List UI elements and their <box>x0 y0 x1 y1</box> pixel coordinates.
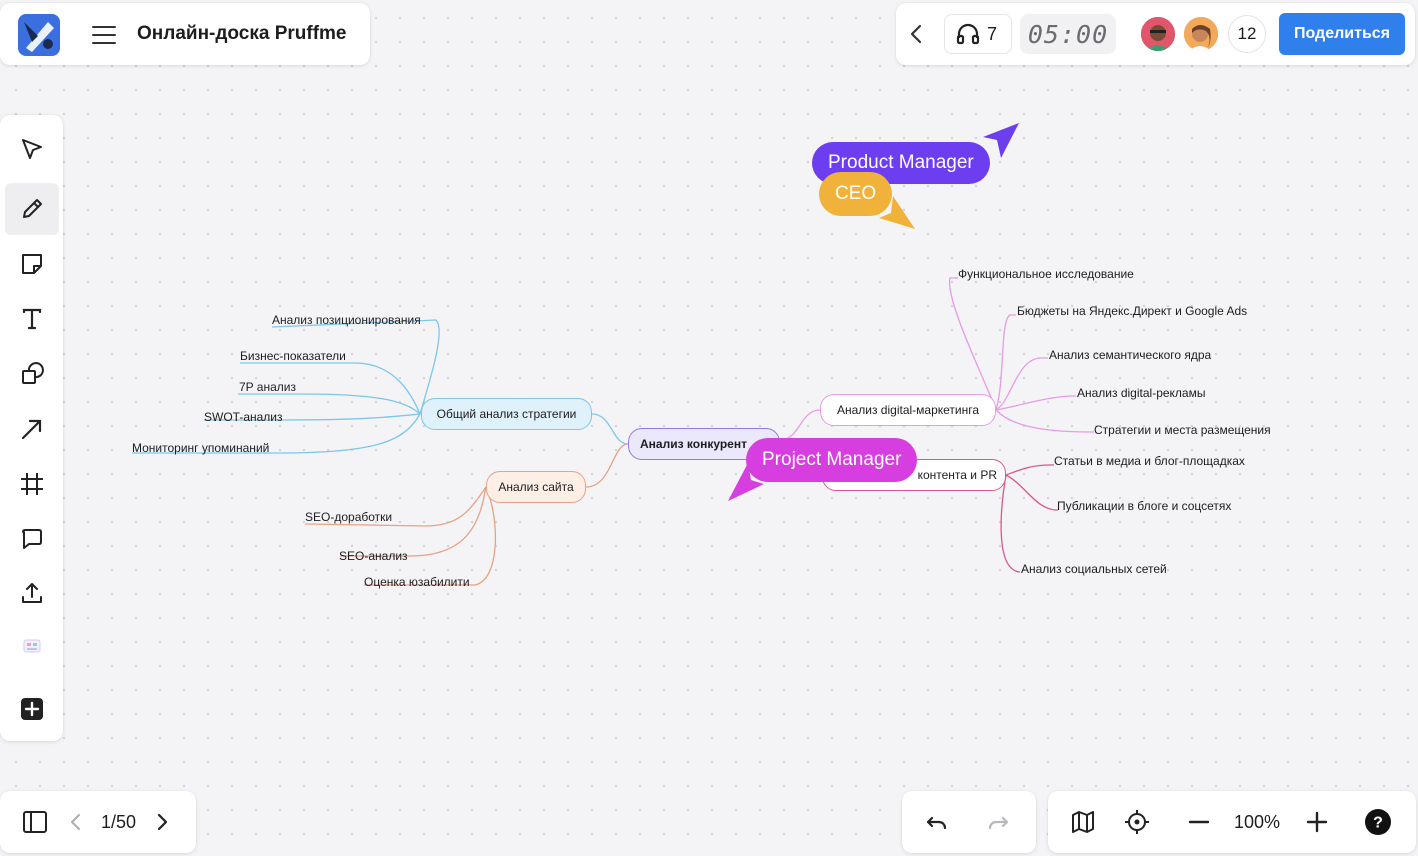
product-manager-cursor-label: Product Manager <box>812 142 990 184</box>
upload-tool[interactable] <box>5 567 59 619</box>
mindmap-leaf[interactable]: Оценка юзабилити <box>364 575 470 589</box>
board-title: Онлайн-доска Pruffme <box>137 23 347 44</box>
undo-icon[interactable] <box>923 808 951 836</box>
ceo-cursor-label: CEO <box>819 172 893 216</box>
participants-count[interactable]: 12 <box>1228 15 1266 53</box>
chevron-left-icon[interactable] <box>62 808 90 836</box>
select-tool[interactable] <box>5 123 59 175</box>
mindmap-leaf[interactable]: Публикации в блоге и соцсетях <box>1057 499 1232 513</box>
plus-square-icon <box>21 698 43 720</box>
locate-icon[interactable] <box>1123 808 1151 836</box>
branch-node-strategy[interactable]: Общий анализ стратегии <box>421 398 592 430</box>
pencil-icon <box>23 199 42 218</box>
mindmap-leaf[interactable]: Анализ digital-рекламы <box>1077 386 1206 400</box>
zoom-level: 100% <box>1234 812 1281 832</box>
board-header: Онлайн-доска Pruffme <box>0 3 370 65</box>
branch-node-site[interactable]: Анализ сайта <box>486 471 586 503</box>
avatar[interactable] <box>1182 15 1220 53</box>
arrow-icon <box>21 419 42 440</box>
tools-toolbar <box>0 115 63 741</box>
pointer-icon <box>22 139 42 159</box>
zoom-in-icon[interactable] <box>1303 808 1331 836</box>
arrow-tool[interactable] <box>5 403 59 455</box>
page-navigator: 1/50 <box>0 791 196 853</box>
menu-icon[interactable] <box>90 23 118 47</box>
text-tool[interactable] <box>5 293 59 345</box>
timer-button[interactable]: 05:00 <box>1020 14 1116 54</box>
mindmap-leaf[interactable]: Бюджеты на Яндекс.Директ и Google Ads <box>1017 304 1248 318</box>
page-indicator: 1/50 <box>101 812 137 832</box>
redo-icon[interactable] <box>984 808 1012 836</box>
templates-tool[interactable] <box>5 620 59 672</box>
app-logo-icon[interactable] <box>18 14 60 56</box>
shapes-tool[interactable] <box>5 348 59 400</box>
pen-tool[interactable] <box>5 183 59 235</box>
listeners-button[interactable]: 7 <box>944 14 1012 54</box>
mindmap-leaf[interactable]: Анализ позиционирования <box>272 313 421 327</box>
add-tool-button[interactable] <box>5 683 59 735</box>
chevron-right-icon[interactable] <box>148 808 176 836</box>
session-panel: 7 05:00 12 Поделиться <box>896 3 1415 65</box>
mindmap-leaf[interactable]: Мониторинг упоминаний <box>132 441 270 455</box>
comment-icon <box>22 529 42 549</box>
listeners-count: 7 <box>987 23 998 44</box>
pm-cursor-pointer <box>983 123 1019 158</box>
mindmap-leaf[interactable]: Стратегии и места размещения <box>1094 423 1271 437</box>
headphones-icon <box>956 23 980 45</box>
sidebar-toggle-icon[interactable] <box>21 808 49 836</box>
mindmap-leaf[interactable]: SEO-доработки <box>305 510 393 524</box>
comment-tool[interactable] <box>5 513 59 565</box>
project-manager-cursor-pointer <box>728 463 764 501</box>
center-node[interactable]: Анализ конкурент <box>628 428 780 460</box>
frame-icon <box>21 473 43 495</box>
sticky-note-tool[interactable] <box>5 238 59 290</box>
branch-node-digital[interactable]: Анализ digital-маркетинга <box>820 394 996 426</box>
mindmap-leaf[interactable]: 7P анализ <box>239 380 296 394</box>
mindmap-leaf[interactable]: Анализ социальных сетей <box>1021 562 1167 576</box>
zoom-controls: 100% ? <box>1048 791 1416 853</box>
frame-tool[interactable] <box>5 458 59 510</box>
sticky-note-icon <box>22 254 42 274</box>
upload-icon <box>22 583 42 603</box>
mindmap-leaf[interactable]: SWOT-анализ <box>204 410 283 424</box>
help-label: ? <box>1373 815 1383 832</box>
share-button[interactable]: Поделиться <box>1279 13 1405 55</box>
avatar[interactable] <box>1139 15 1177 53</box>
chevron-left-icon[interactable] <box>904 21 930 47</box>
ceo-cursor-pointer <box>879 196 915 229</box>
shapes-icon <box>22 362 44 384</box>
mindmap-leaf[interactable]: Функциональное исследование <box>958 267 1134 281</box>
mindmap-leaf[interactable]: Анализ семантического ядра <box>1049 348 1212 362</box>
help-icon[interactable]: ? <box>1364 808 1392 836</box>
text-icon <box>22 308 42 330</box>
templates-icon <box>23 639 41 653</box>
mindmap-leaf[interactable]: Статьи в медиа и блог-площадках <box>1054 454 1245 468</box>
mindmap-leaf[interactable]: SEO-анализ <box>339 549 408 563</box>
timer-display: 05:00 <box>1027 19 1109 49</box>
mindmap-leaf[interactable]: Бизнес-показатели <box>240 349 346 363</box>
map-icon[interactable] <box>1069 808 1097 836</box>
branch-node-content[interactable]: контента и PR <box>822 459 1006 491</box>
zoom-out-icon[interactable] <box>1185 808 1213 836</box>
history-controls <box>902 791 1036 853</box>
